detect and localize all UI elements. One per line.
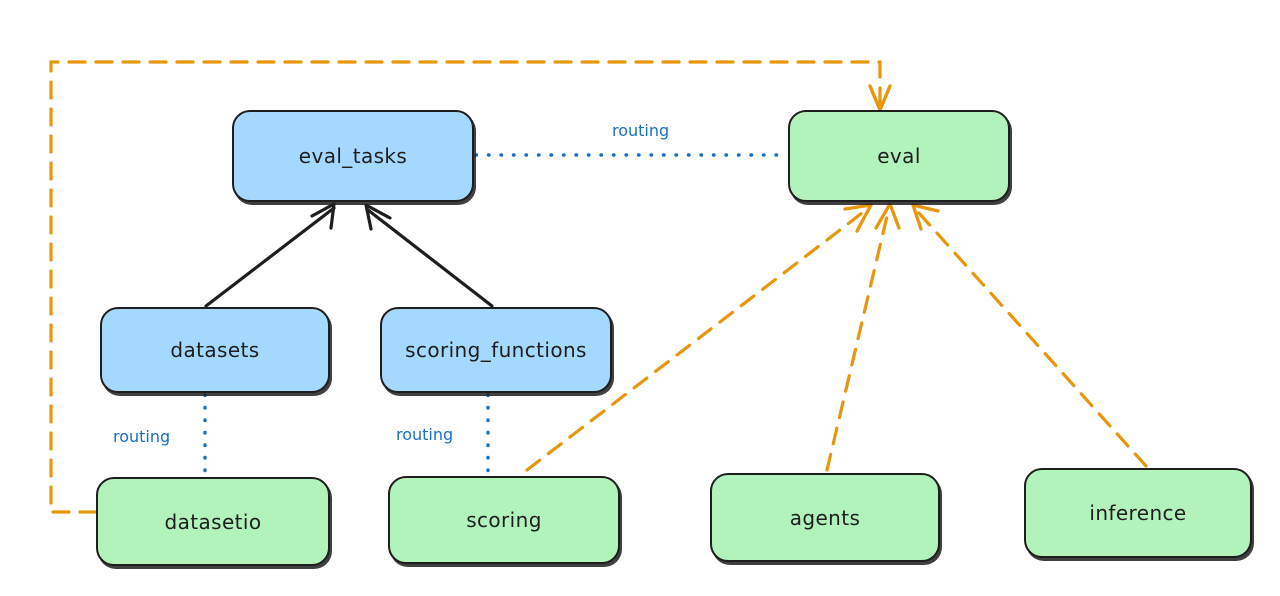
node-label: scoring_functions: [405, 338, 587, 362]
node-scoring-functions[interactable]: scoring_functions: [380, 307, 612, 393]
node-agents[interactable]: agents: [710, 473, 940, 562]
node-label: eval: [877, 144, 921, 168]
node-label: datasetio: [164, 509, 262, 534]
edge-agents-eval: [825, 202, 901, 472]
node-datasetio[interactable]: datasetio: [96, 477, 330, 566]
node-label: inference: [1089, 501, 1187, 525]
node-eval[interactable]: eval: [788, 110, 1010, 202]
edge-label-routing-scoring-functions-scoring: routing: [396, 425, 454, 444]
node-label: agents: [789, 505, 861, 530]
node-label: scoring: [466, 508, 542, 532]
edge-datasets-eval_tasks: [204, 202, 336, 308]
edge-label-routing-eval-tasks-eval: routing: [612, 121, 670, 140]
node-inference[interactable]: inference: [1024, 468, 1252, 558]
edge-label-routing-datasets-datasetio: routing: [113, 427, 171, 446]
node-label: eval_tasks: [298, 144, 408, 168]
node-label: datasets: [170, 338, 260, 362]
node-scoring[interactable]: scoring: [388, 476, 620, 564]
edge-scoring_functions-eval_tasks: [364, 203, 494, 308]
node-eval-tasks[interactable]: eval_tasks: [232, 110, 474, 202]
edge-inference-eval: [911, 203, 1148, 468]
node-datasets[interactable]: datasets: [100, 307, 330, 393]
